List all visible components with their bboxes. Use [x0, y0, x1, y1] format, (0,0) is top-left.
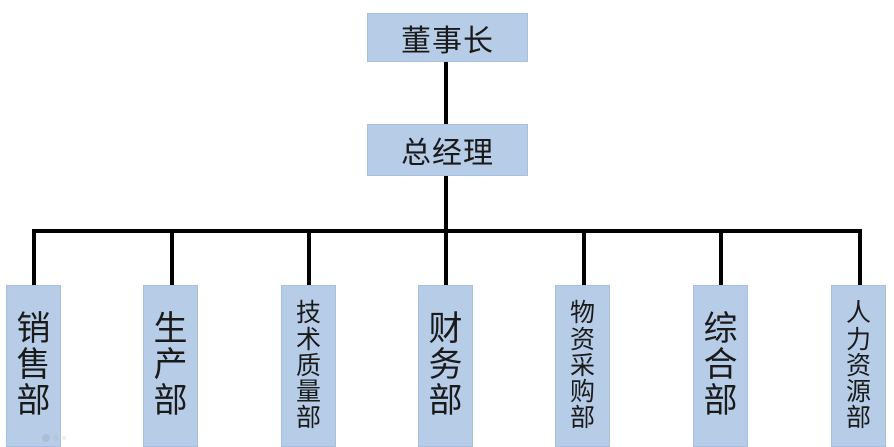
department-technical-quality-char-2: 术 [295, 324, 321, 354]
department-sales: 销 售 部 [6, 285, 61, 447]
department-general-affairs-char-1: 综 [703, 309, 738, 350]
connector-drop-human-resources [858, 229, 862, 285]
department-procurement-char-5: 部 [569, 403, 595, 433]
department-general-affairs-char-2: 合 [703, 345, 738, 386]
department-human-resources-char-1: 人 [845, 298, 871, 328]
department-general-affairs: 综 合 部 [693, 285, 748, 447]
department-technical-quality-char-3: 质 [295, 350, 321, 380]
connector-drop-procurement [582, 229, 586, 285]
chairman-label: 董事长 [401, 23, 494, 59]
department-production-char-2: 产 [153, 345, 188, 386]
department-production-char-1: 生 [153, 309, 188, 350]
department-human-resources: 人 力 资 源 部 [831, 285, 886, 447]
connector-drop-finance [444, 229, 448, 285]
department-technical-quality-char-4: 量 [295, 377, 321, 407]
department-human-resources-char-2: 力 [845, 324, 871, 354]
department-finance-char-3: 部 [428, 380, 463, 421]
department-finance-char-2: 务 [428, 345, 463, 386]
department-finance: 财 务 部 [418, 285, 473, 447]
department-sales-char-1: 销 [16, 309, 51, 350]
department-procurement-char-1: 物 [569, 298, 595, 328]
general-manager-label: 总经理 [401, 136, 494, 171]
department-technical-quality-char-1: 技 [295, 298, 321, 328]
connector-chairman-to-manager [444, 62, 448, 124]
department-production-char-3: 部 [153, 380, 188, 421]
department-technical-quality: 技 术 质 量 部 [281, 285, 336, 447]
department-procurement-char-3: 采 [569, 350, 595, 380]
department-human-resources-char-4: 源 [845, 377, 871, 407]
connector-drop-production [170, 229, 174, 285]
connector-drop-sales [32, 229, 36, 285]
department-procurement-char-4: 购 [569, 377, 595, 407]
department-finance-char-1: 财 [428, 309, 463, 350]
department-sales-char-3: 部 [16, 380, 51, 421]
department-general-affairs-char-3: 部 [703, 380, 738, 421]
general-manager-box: 总经理 [367, 124, 528, 176]
department-procurement-char-2: 资 [569, 324, 595, 354]
connector-drop-technical-quality [307, 229, 311, 285]
department-technical-quality-char-5: 部 [295, 403, 321, 433]
department-human-resources-char-5: 部 [845, 403, 871, 433]
connector-manager-to-bus [444, 176, 448, 232]
department-human-resources-char-3: 资 [845, 350, 871, 380]
department-sales-char-2: 售 [16, 345, 51, 386]
chairman-box: 董事长 [367, 13, 528, 62]
connector-drop-general-affairs [719, 229, 723, 285]
department-production: 生 产 部 [143, 285, 198, 447]
watermark-icon [42, 434, 66, 442]
department-procurement: 物 资 采 购 部 [555, 285, 610, 447]
